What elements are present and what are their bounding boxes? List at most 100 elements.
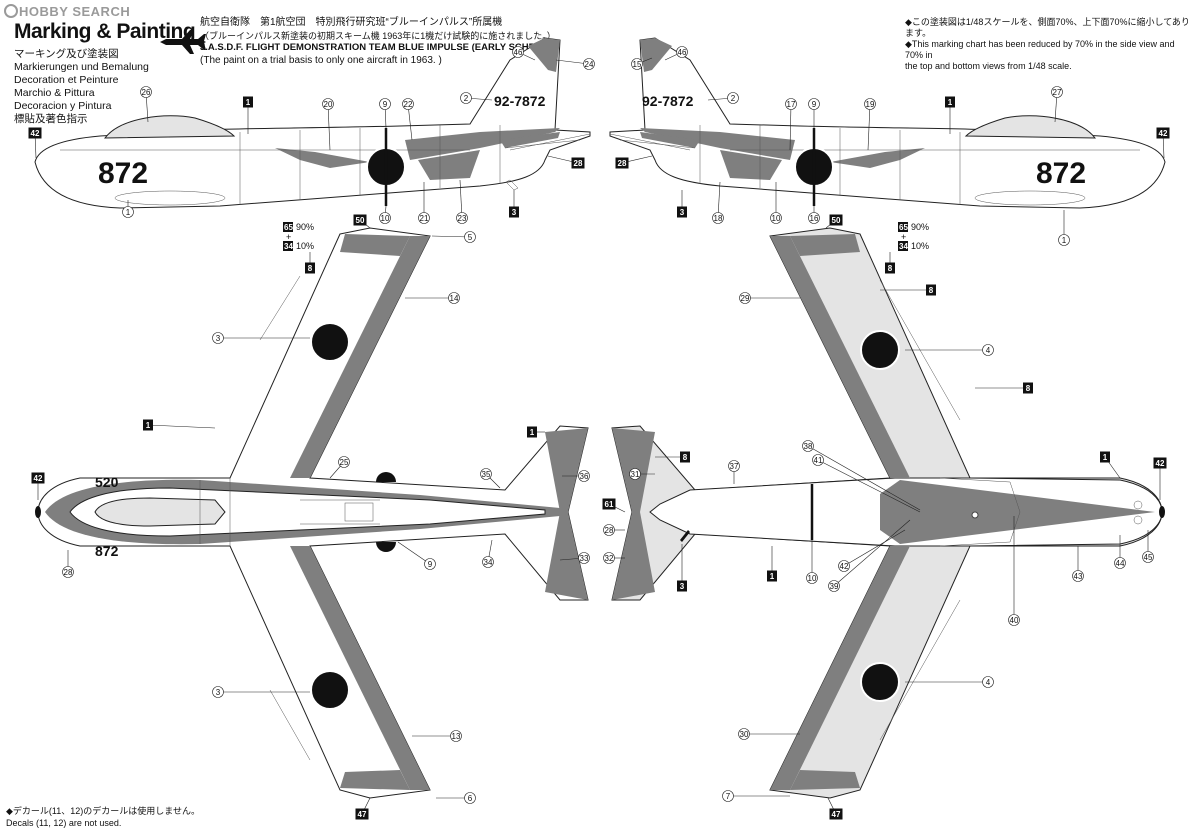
callout-number: 26 [142,88,151,97]
callout-circle [676,46,688,58]
callout-circle [1142,551,1154,563]
callout-number: 28 [605,526,614,535]
callout-ls-8: 42 [28,127,42,159]
mix-left-code-b: 34 [284,242,293,251]
callout-rs-10: 3 [677,190,687,218]
callout-number: 7 [726,792,731,801]
callout-top-13: 13 [412,730,462,742]
callout-number: 10 [381,214,390,223]
callout-ls-2: 2 [460,92,493,104]
callout-box [829,214,843,226]
callout-leader-line [867,103,871,151]
callout-circle [770,212,782,224]
callout-ls-7: 22 [402,98,414,141]
callout-box [602,498,616,510]
callout-rs-11: 16 [808,206,820,224]
mix-left-pct-a: 90% [296,222,314,232]
subtitle-jp: マーキング及び塗装図 [14,48,119,60]
callout-circle [982,676,994,688]
callout-box [615,157,629,169]
subtitle-de: Markierungen und Bemalung [14,61,149,73]
callout-rs-5: 19 [864,98,876,151]
right-tail-number: 92-7872 [642,93,694,109]
callout-bot-25: 7 [722,790,790,802]
callout-leader-line [147,424,216,429]
callout-top-11: 33 [559,552,590,564]
callout-box [677,580,687,592]
callout-circle [212,332,224,344]
callout-ls-1: 24 [555,58,595,70]
top-wing-roundel-upper [310,322,350,362]
callout-rs-15: 1 [1058,210,1070,246]
subtitle-es: Decoracion y Pintura [14,100,112,112]
callout-number: 47 [832,810,841,819]
callout-ls-17: 8 [305,252,315,274]
callout-top-10: 34 [482,539,494,568]
callout-number: 9 [812,100,817,109]
callout-bot-8: 41 [812,454,921,513]
callout-rs-0: 15 [631,57,653,70]
callout-number: 20 [324,100,333,109]
callout-number: 42 [1159,129,1168,138]
callout-bot-26: 47 [827,797,843,820]
mix-left-code-a: 65 [284,223,293,232]
callout-number: 40 [1010,616,1019,625]
callout-circle [808,212,820,224]
callout-box [28,127,42,139]
callout-box [1100,451,1110,463]
callout-number: 8 [929,286,934,295]
callout-top-4: 25 [329,456,350,479]
callout-leader-line [717,181,721,219]
callout-circle [460,92,472,104]
callout-circle [603,552,615,564]
mix-right-pct-a: 90% [911,222,929,232]
callout-number: 8 [1026,384,1031,393]
callout-circle [578,552,590,564]
bottom-wing-roundel-lower [860,662,900,702]
callout-rs-6: 1 [945,96,955,134]
watermark-circle-icon [4,4,18,18]
callout-number: 8 [308,264,313,273]
callout-rs-12: 18 [712,181,724,224]
callout-number: 44 [1116,559,1125,568]
callout-number: 46 [678,48,687,57]
callout-number: 42 [1156,459,1165,468]
callout-box [31,472,45,484]
callout-box [571,157,585,169]
callout-number: 15 [633,60,642,69]
callout-bot-23: 4 [905,676,994,688]
callout-number: 6 [468,794,473,803]
callout-circle [418,212,430,224]
callout-box [527,426,537,438]
callout-rs-13: 10 [770,182,782,224]
callout-ls-4: 1 [122,200,134,218]
callout-box [1156,127,1170,139]
scale-note-en2: the top and bottom views from 1/48 scale… [905,61,1072,71]
callout-number: 1 [948,98,953,107]
subtitle-zh: 標貼及著色指示 [14,113,88,125]
mix-right-pct-b: 10% [911,241,929,251]
callout-circle [739,292,751,304]
page-title: Marking & Painting [14,20,196,43]
callout-box [509,206,519,218]
callout-number: 36 [580,472,589,481]
callout-circle [812,454,824,466]
callout-number: 17 [787,100,796,109]
callout-circle [322,98,334,110]
callout-number: 9 [428,560,433,569]
callout-circle [1008,614,1020,626]
top-view-number-upper: 520 [95,474,119,490]
callout-ls-12: 21 [418,182,430,224]
callout-rs-16: 8 [885,252,895,274]
callout-bot-16: 39 [828,519,911,592]
header-en-line1: J.A.S.D.F. FLIGHT DEMONSTRATION TEAM BLU… [200,42,553,53]
callout-circle [456,212,468,224]
callout-number: 32 [605,554,614,563]
color-mix-right: 65 90% + 34 10% [898,222,929,251]
callout-number: 19 [866,100,875,109]
callout-number: 4 [986,346,991,355]
callout-bot-11: 61 [602,498,626,513]
callout-rs-9: 28 [615,155,653,169]
callout-box [829,808,843,820]
